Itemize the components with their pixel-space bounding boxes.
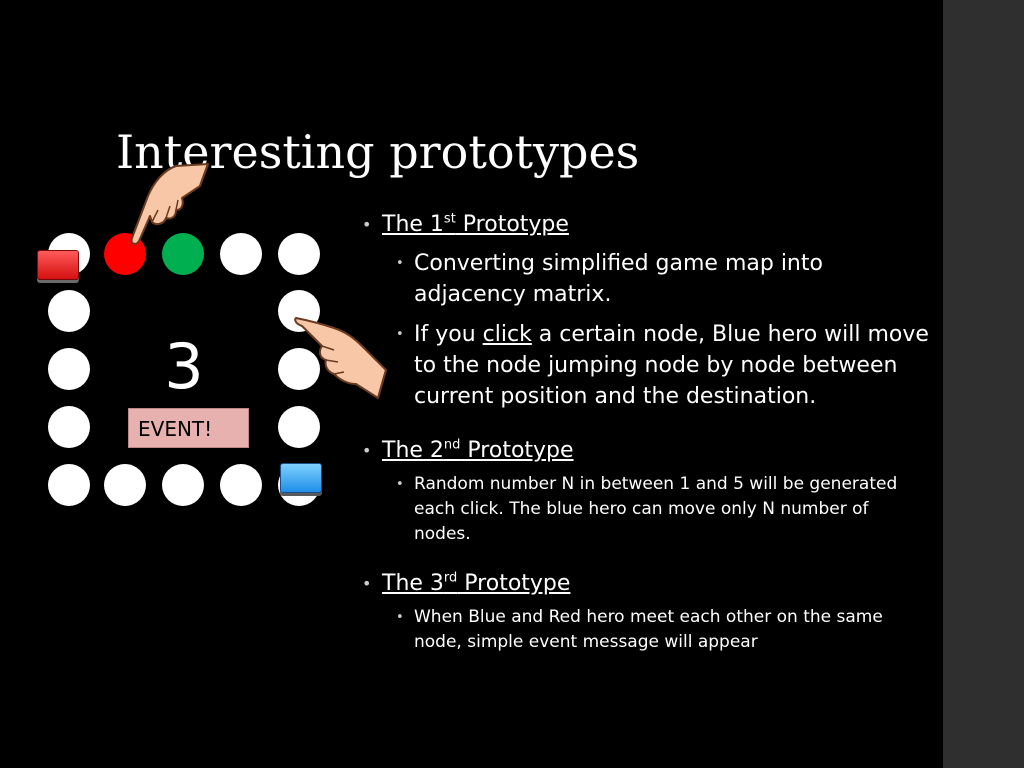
sub-bullet: Converting simplified game map into adja… [392,248,930,310]
blue-hero-token [280,463,322,493]
dice-value: 3 [164,330,204,403]
bullet-list: The 1st Prototype Converting simplified … [360,210,930,655]
red-hero-token [37,250,79,280]
board-node-green[interactable] [162,233,204,275]
board-node[interactable] [220,233,262,275]
board-node[interactable] [278,233,320,275]
board-node[interactable] [48,290,90,332]
event-message: EVENT! [128,408,249,448]
board-node[interactable] [278,348,320,390]
side-panel [943,0,1024,768]
board-node[interactable] [48,464,90,506]
click-link[interactable]: click [482,322,532,347]
board-node[interactable] [48,348,90,390]
board-node[interactable] [48,406,90,448]
bullet-prototype-2: The 2nd Prototype [360,436,930,466]
pointing-hand-icon [294,317,387,399]
bullet-prototype-3: The 3rd Prototype [360,569,930,599]
sub-bullet: When Blue and Red hero meet each other o… [392,605,930,655]
board-node[interactable] [278,406,320,448]
pointing-hand-icon [130,163,209,245]
sub-bullet: If you click a certain node, Blue hero w… [392,319,930,412]
board-node[interactable] [104,464,146,506]
bullet-prototype-1: The 1st Prototype [360,210,930,240]
slide: Interesting prototypes 3 EVENT! [0,0,943,768]
sub-bullet: Random number N in between 1 and 5 will … [392,472,930,547]
board-node[interactable] [220,464,262,506]
board-node[interactable] [162,464,204,506]
